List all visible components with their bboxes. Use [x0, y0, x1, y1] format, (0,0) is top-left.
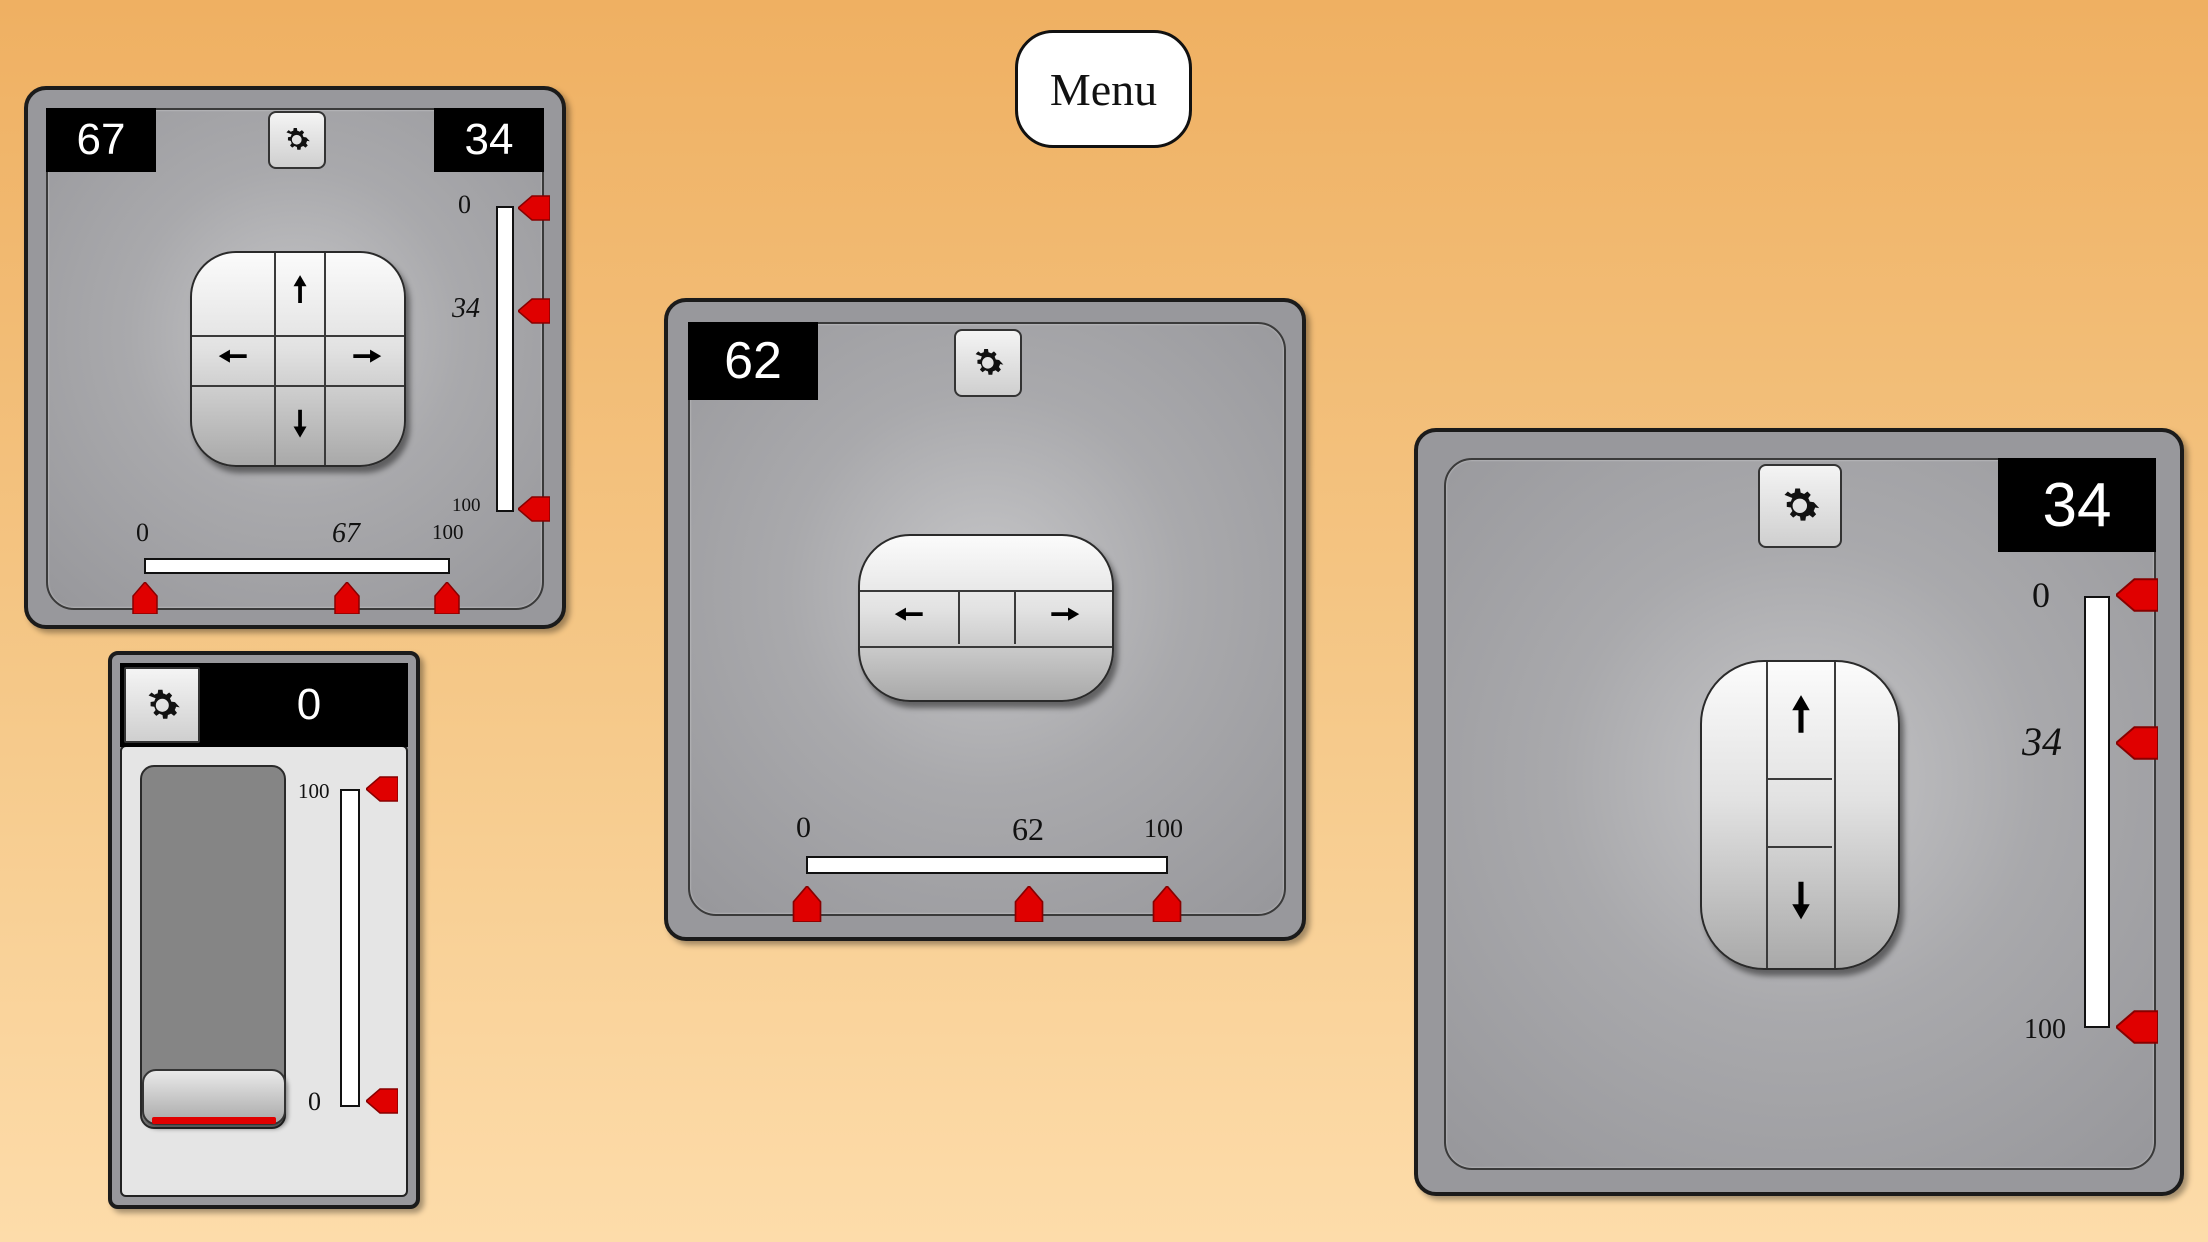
horizontal-slider-panel: 62 🠔 🠖 0 62 100 — [664, 298, 1306, 941]
settings-button[interactable] — [1758, 464, 1842, 548]
throttle-lever-track — [140, 765, 286, 1129]
horizontal-scale-min: 0 — [136, 518, 149, 547]
arrow-down-icon[interactable]: 🠗 — [1791, 874, 1811, 926]
throttle-max-marker[interactable] — [366, 775, 398, 803]
throttle-scale-min: 0 — [308, 1087, 321, 1116]
vertical-slider-value-marker[interactable] — [2116, 724, 2158, 762]
horizontal-scale-track — [144, 558, 450, 574]
vertical-scale-max: 100 — [452, 495, 481, 516]
horizontal-scale-max: 100 — [432, 520, 464, 544]
horizontal-slider-value-marker[interactable] — [1014, 886, 1044, 922]
arrow-up-icon[interactable]: 🠕 — [1791, 688, 1811, 740]
vertical-max-marker[interactable] — [518, 495, 550, 523]
menu-button[interactable]: Menu — [1015, 30, 1192, 148]
gear-icon — [975, 349, 1004, 375]
arrow-left-icon[interactable]: 🠔 — [894, 595, 924, 634]
horizontal-slider-max-marker[interactable] — [1152, 886, 1182, 922]
settings-button[interactable] — [124, 667, 200, 743]
throttle-scale-max: 100 — [298, 779, 330, 803]
vertical-slider-min: 0 — [2032, 575, 2050, 615]
throttle-panel: 0 100 0 — [108, 651, 420, 1209]
horizontal-scale-current: 67 — [332, 518, 360, 549]
vertical-value-marker[interactable] — [518, 297, 550, 325]
vertical-scale-current: 34 — [452, 293, 480, 324]
horizontal-slider-track — [806, 856, 1168, 874]
direction-pad[interactable]: 🠕 🠗 🠔 🠖 — [190, 251, 406, 467]
arrow-up-icon[interactable]: 🠕 — [292, 270, 308, 309]
vertical-pad[interactable]: 🠕 🠗 — [1700, 660, 1900, 970]
horizontal-slider-max: 100 — [1144, 814, 1183, 843]
horizontal-slider-current: 62 — [1012, 811, 1044, 847]
vertical-slider-max-marker[interactable] — [2116, 1008, 2158, 1046]
arrow-left-icon[interactable]: 🠔 — [218, 337, 248, 376]
vertical-slider-panel: 34 🠕 🠗 0 34 100 — [1414, 428, 2184, 1196]
vertical-min-marker[interactable] — [518, 194, 550, 222]
throttle-min-marker[interactable] — [366, 1087, 398, 1115]
horizontal-pad[interactable]: 🠔 🠖 — [858, 534, 1114, 702]
horizontal-slider-min: 0 — [796, 811, 811, 844]
horizontal-max-marker[interactable] — [434, 582, 460, 614]
vertical-slider-current: 34 — [2022, 719, 2062, 764]
arrow-down-icon[interactable]: 🠗 — [292, 404, 308, 443]
throttle-level-indicator — [152, 1117, 276, 1124]
gear-icon — [286, 128, 311, 151]
horizontal-value-readout: 62 — [688, 322, 818, 400]
settings-button[interactable] — [268, 111, 326, 169]
vertical-slider-track — [2084, 596, 2110, 1028]
y-value-readout: 34 — [434, 108, 544, 172]
gear-icon — [148, 689, 180, 719]
vertical-scale-min: 0 — [458, 190, 471, 219]
x-value-readout: 67 — [46, 108, 156, 172]
joystick-2axis-panel: 67 34 🠕 🠗 🠔 🠖 0 34 100 0 67 100 — [24, 86, 566, 629]
throttle-lever-handle[interactable] — [142, 1069, 286, 1125]
vertical-scale-track — [496, 206, 514, 512]
vertical-slider-max: 100 — [2024, 1014, 2066, 1045]
gear-icon — [1784, 488, 1820, 521]
throttle-scale-track — [340, 789, 360, 1107]
settings-button[interactable] — [954, 329, 1022, 397]
horizontal-min-marker[interactable] — [132, 582, 158, 614]
arrow-right-icon[interactable]: 🠖 — [352, 337, 382, 376]
arrow-right-icon[interactable]: 🠖 — [1050, 595, 1080, 634]
vertical-value-readout: 34 — [1998, 458, 2156, 552]
vertical-slider-min-marker[interactable] — [2116, 576, 2158, 614]
horizontal-value-marker[interactable] — [334, 582, 360, 614]
horizontal-slider-min-marker[interactable] — [792, 886, 822, 922]
